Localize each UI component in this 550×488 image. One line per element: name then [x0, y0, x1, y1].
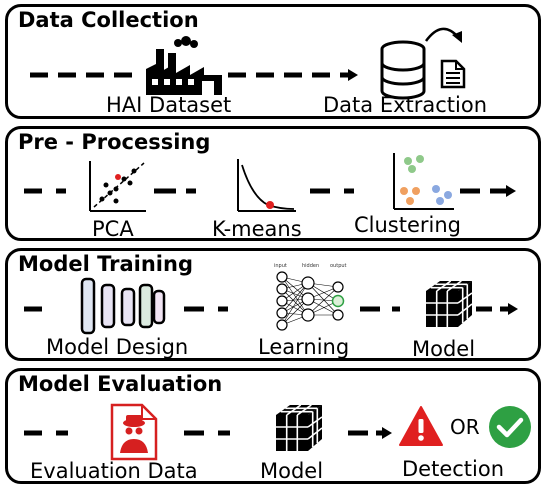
label-learning: Learning	[258, 335, 350, 359]
panel-title: Data Collection	[18, 8, 199, 32]
panel-data-collection: Data Collection	[5, 4, 541, 119]
database-icon	[380, 40, 426, 100]
cluster-plot-icon	[393, 153, 454, 210]
panel-model-evaluation: Model Evaluation	[5, 368, 541, 484]
curved-arrow-icon	[424, 27, 462, 43]
label-data-extraction: Data Extraction	[323, 93, 488, 117]
panel-title: Pre - Processing	[18, 130, 211, 154]
flow-arrow	[24, 303, 518, 315]
or-text: OR	[450, 415, 480, 439]
check-icon	[489, 406, 531, 448]
label-model-design: Model Design	[46, 335, 189, 359]
model-design-icon	[80, 277, 166, 335]
flow-arrow	[24, 427, 392, 439]
spy-document-icon	[110, 403, 158, 461]
label-clustering: Clustering	[354, 213, 462, 237]
factory-icon	[146, 36, 222, 95]
document-icon	[440, 59, 466, 89]
pca-plot-icon	[89, 161, 146, 212]
label-pca: PCA	[92, 217, 134, 241]
label-hai-dataset: HAI Dataset	[106, 93, 232, 117]
cube-icon	[426, 280, 473, 327]
nn-output-label: output	[330, 263, 347, 269]
panel-pre-processing: Pre - Processing PCA K-means Clustering	[5, 126, 541, 241]
flow-arrow	[24, 185, 516, 197]
neural-network-icon: input hidden output	[274, 263, 347, 331]
panel-model-training: Model Training input hidden output	[5, 248, 541, 361]
flow-arrow	[30, 69, 358, 81]
label-detection: Detection	[402, 457, 505, 481]
label-model: Model	[412, 337, 476, 361]
nn-hidden-label: hidden	[302, 263, 319, 269]
label-model: Model	[260, 459, 324, 483]
label-k-means: K-means	[212, 217, 302, 241]
cube-icon	[276, 404, 323, 451]
nn-input-label: input	[274, 263, 287, 269]
warning-icon	[399, 406, 443, 446]
panel-title: Model Training	[18, 252, 193, 276]
elbow-plot-icon	[237, 159, 296, 212]
label-evaluation-data: Evaluation Data	[30, 459, 198, 483]
panel-title: Model Evaluation	[18, 372, 223, 396]
